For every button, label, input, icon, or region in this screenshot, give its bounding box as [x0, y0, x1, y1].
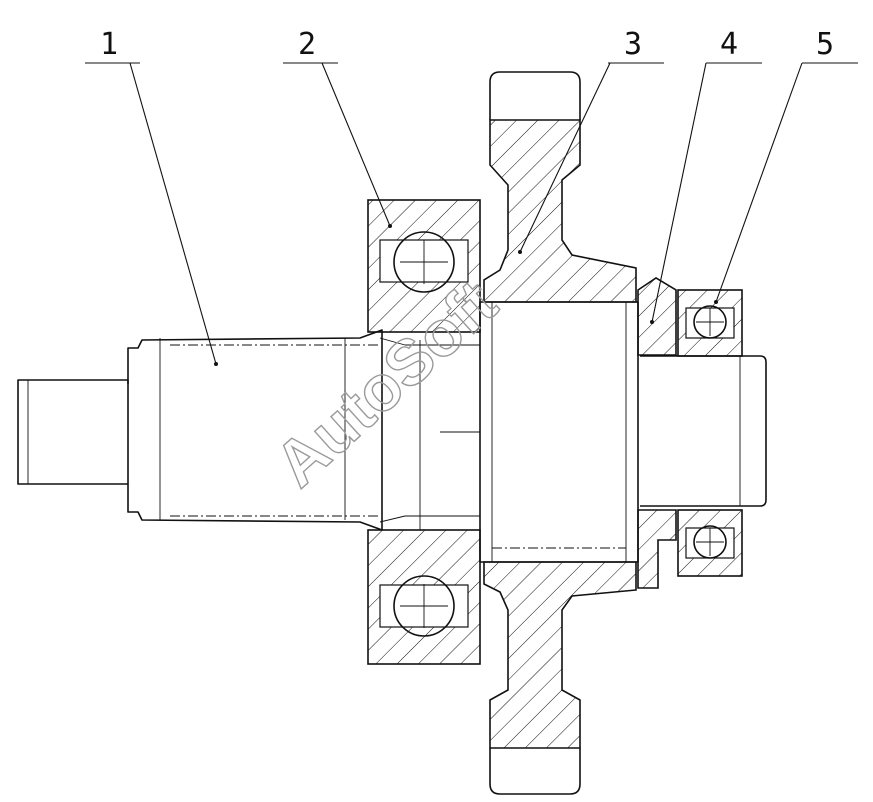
callouts [85, 62, 858, 366]
large-bearing [367, 199, 481, 665]
part-number-5: 5 [816, 27, 834, 62]
shaft-extension [640, 355, 767, 507]
part-number-4: 4 [720, 27, 738, 62]
part-number-1: 1 [100, 27, 118, 62]
part-number-2: 2 [298, 27, 316, 62]
part-number-3: 3 [624, 27, 642, 62]
shaft [17, 329, 406, 531]
small-bearing [677, 289, 743, 577]
hub-flange [405, 71, 639, 795]
spacer-collar [637, 277, 677, 589]
